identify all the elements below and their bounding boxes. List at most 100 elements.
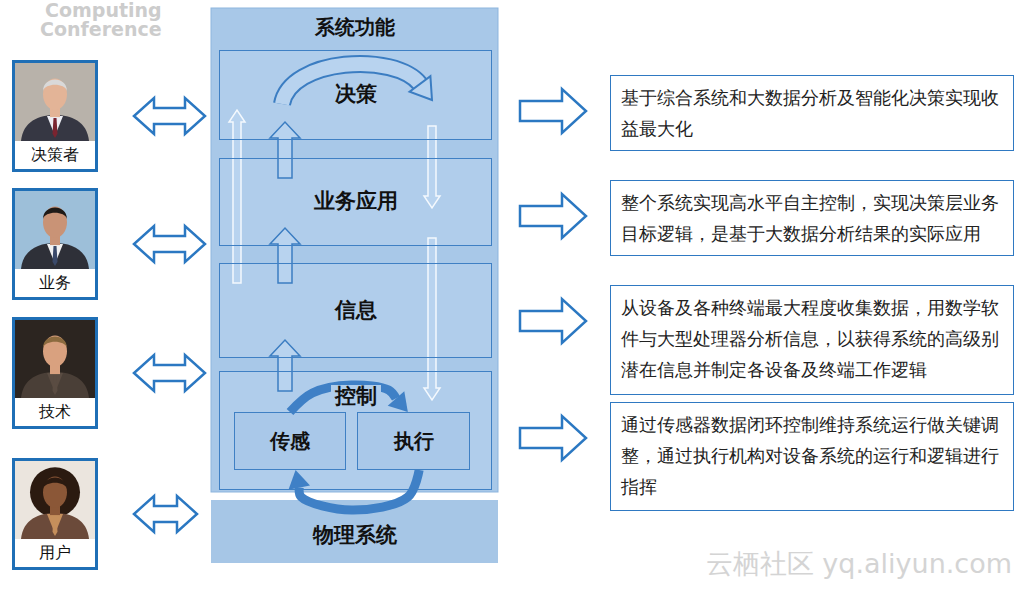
hollow-arrow bbox=[520, 194, 586, 238]
hair bbox=[43, 79, 67, 91]
person-label: 技术 bbox=[15, 398, 95, 426]
box-label: 决策 bbox=[335, 83, 377, 106]
box-label: 传感 bbox=[270, 430, 310, 452]
tie bbox=[53, 375, 58, 395]
description-box: 基于综合系统和大数据分析及智能化决策实现收益最大化 bbox=[610, 75, 1014, 151]
watermark-text: Conference bbox=[40, 20, 162, 39]
photo-ground bbox=[15, 461, 95, 539]
body bbox=[21, 513, 89, 539]
person-label: 用户 bbox=[15, 539, 95, 567]
person-card: 决策者 bbox=[12, 60, 98, 172]
head bbox=[43, 79, 67, 110]
control-step-box: 执行 bbox=[357, 412, 470, 470]
connector bbox=[134, 496, 197, 532]
box-label: 系统功能 bbox=[315, 15, 395, 39]
person-card: 用户 bbox=[12, 458, 98, 570]
connector bbox=[424, 238, 440, 400]
watermark: Conference bbox=[40, 20, 162, 39]
hair bbox=[43, 336, 67, 348]
cycle-arrow bbox=[299, 470, 419, 510]
hollow-arrow bbox=[520, 299, 586, 343]
physical-band: 物理系统 bbox=[211, 500, 498, 563]
hair bbox=[43, 477, 67, 489]
connector bbox=[270, 122, 300, 178]
hollow-arrow bbox=[134, 98, 205, 134]
description-text: 通过传感器数据闭环控制维持系统运行做关键调整，通过执行机构对设备系统的运行和逻辑… bbox=[621, 409, 1003, 502]
layer-box: 业务应用 bbox=[219, 158, 492, 246]
connector bbox=[520, 194, 586, 238]
person-label: 决策者 bbox=[15, 141, 95, 169]
description-text: 整个系统实现高水平自主控制，实现决策层业务目标逻辑，是基于大数据分析结果的实际应… bbox=[621, 187, 1003, 249]
hair-volume bbox=[30, 467, 80, 517]
hollow-arrow bbox=[229, 110, 245, 283]
photo-ground bbox=[15, 63, 95, 141]
hollow-arrow bbox=[424, 126, 440, 208]
connector bbox=[134, 98, 205, 134]
photo-ground bbox=[15, 191, 95, 269]
control-step-box-fill bbox=[357, 412, 470, 470]
connector bbox=[134, 226, 205, 262]
body bbox=[21, 372, 89, 398]
system-panel: 系统功能决策业务应用信息控制传感 执行 bbox=[211, 8, 498, 492]
watermark-text: 云栖社区 yq.aliyun.com bbox=[706, 550, 1012, 577]
hollow-arrow bbox=[520, 89, 586, 133]
person-label: 业务 bbox=[15, 269, 95, 297]
layer-box-fill bbox=[219, 371, 492, 490]
box-label: 控制 bbox=[331, 385, 381, 408]
connector bbox=[520, 299, 586, 343]
box-label: 业务应用 bbox=[314, 190, 398, 213]
description-box: 从设备及各种终端最大程度收集数据，用数学软件与大型处理器分析信息，以获得系统的高… bbox=[610, 285, 1014, 395]
cycle-arrow bbox=[290, 385, 396, 412]
hollow-arrow bbox=[520, 416, 586, 460]
description-box: 通过传感器数据闭环控制维持系统运行做关键调整，通过执行机构对设备系统的运行和逻辑… bbox=[610, 402, 1014, 511]
person-photo bbox=[15, 63, 95, 141]
hollow-arrow bbox=[134, 226, 205, 262]
watermark-text: Computing bbox=[45, 1, 162, 20]
person-card: 技术 bbox=[12, 317, 98, 429]
arrow-head bbox=[288, 470, 310, 490]
box-label: 信息 bbox=[335, 299, 377, 322]
connector bbox=[520, 416, 586, 460]
layer-box-fill bbox=[219, 158, 492, 246]
body bbox=[21, 243, 89, 269]
watermark: Computing bbox=[45, 1, 162, 20]
tie bbox=[53, 246, 58, 266]
person-photo bbox=[15, 191, 95, 269]
system-panel-fill bbox=[211, 8, 498, 492]
description-text: 基于综合系统和大数据分析及智能化决策实现收益最大化 bbox=[621, 82, 1003, 144]
hollow-arrow bbox=[134, 496, 197, 532]
layer-box: 决策 bbox=[219, 50, 492, 140]
description-text: 从设备及各种终端最大程度收集数据，用数学软件与大型处理器分析信息，以获得系统的高… bbox=[621, 292, 1003, 385]
photo-ground bbox=[15, 320, 95, 398]
connector bbox=[270, 228, 300, 283]
arrow-head bbox=[388, 391, 408, 412]
layer-box-fill bbox=[219, 263, 492, 358]
box-label: 执行 bbox=[394, 430, 434, 452]
connector bbox=[520, 89, 586, 133]
person-card: 业务 bbox=[12, 188, 98, 300]
connector bbox=[229, 110, 245, 283]
hollow-arrow bbox=[270, 228, 300, 283]
connector bbox=[288, 470, 419, 510]
hollow-arrow bbox=[134, 355, 205, 391]
box-label: 物理系统 bbox=[313, 524, 397, 547]
watermark: 云栖社区 yq.aliyun.com bbox=[706, 550, 1012, 577]
hollow-arrow bbox=[270, 340, 300, 391]
tie bbox=[53, 516, 58, 536]
head bbox=[43, 477, 67, 508]
person-photo bbox=[15, 461, 95, 539]
layer-box: 信息 bbox=[219, 263, 492, 358]
control-step-box: 传感 bbox=[234, 412, 346, 470]
connector bbox=[424, 126, 440, 208]
head bbox=[43, 336, 67, 367]
connector bbox=[270, 340, 300, 391]
layer-box-fill bbox=[219, 50, 492, 140]
connector bbox=[290, 385, 408, 412]
description-box: 整个系统实现高水平自主控制，实现决策层业务目标逻辑，是基于大数据分析结果的实际应… bbox=[610, 180, 1014, 256]
hollow-arrow bbox=[270, 122, 300, 178]
connector bbox=[134, 355, 205, 391]
body bbox=[21, 115, 89, 141]
tie bbox=[53, 118, 58, 138]
loop-arrow-head bbox=[410, 76, 432, 100]
